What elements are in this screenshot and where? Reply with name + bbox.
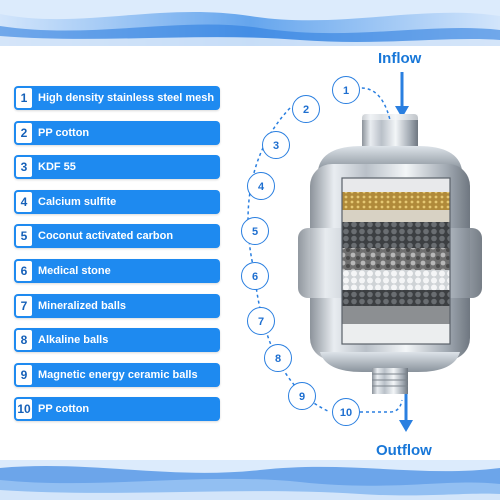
- legend-number: 10: [16, 399, 32, 420]
- legend-label: KDF 55: [38, 161, 76, 174]
- step-marker: 3: [262, 131, 290, 159]
- legend-item: 1 High density stainless steel mesh: [14, 86, 220, 110]
- step-marker: 2: [292, 95, 320, 123]
- legend-item: 2 PP cotton: [14, 120, 220, 145]
- step-marker: 4: [247, 172, 275, 200]
- top-wave-banner: [0, 0, 500, 46]
- legend-number: 8: [16, 330, 32, 351]
- legend-item: 9 Magnetic energy ceramic balls: [14, 362, 220, 387]
- legend-item: 3 KDF 55: [14, 155, 220, 180]
- legend-item: 8 Alkaline balls: [14, 328, 220, 353]
- legend-number: 1: [16, 88, 32, 108]
- legend-label: Calcium sulfite: [38, 195, 117, 208]
- bottom-wave-banner: [0, 460, 500, 500]
- legend-label: High density stainless steel mesh: [38, 92, 215, 104]
- filter-cutaway-illustration: [247, 72, 482, 432]
- inflow-label: Inflow: [378, 50, 422, 67]
- legend-label: PP cotton: [38, 126, 90, 139]
- legend-item: 5 Coconut activated carbon: [14, 224, 220, 249]
- legend-label: PP cotton: [38, 403, 90, 416]
- legend-label: Alkaline balls: [38, 334, 109, 347]
- legend-number: 3: [16, 157, 32, 178]
- legend-number: 5: [16, 226, 32, 247]
- step-marker: 7: [247, 307, 275, 335]
- legend-number: 6: [16, 260, 32, 281]
- legend-number: 9: [16, 364, 32, 385]
- step-marker: 6: [241, 262, 269, 290]
- legend-number: 2: [16, 122, 32, 143]
- legend-item: 7 Mineralized balls: [14, 293, 220, 318]
- legend-number: 4: [16, 191, 32, 212]
- legend-item: 10 PP cotton: [14, 397, 220, 422]
- layer-legend: 1 High density stainless steel mesh 2 PP c…: [14, 86, 220, 432]
- legend-label: Medical stone: [38, 264, 111, 277]
- step-marker: 9: [288, 382, 316, 410]
- filter-diagram: 1 2 3 4 5 6 7 8 9 10: [230, 60, 500, 440]
- step-marker: 1: [332, 76, 360, 104]
- legend-label: Mineralized balls: [38, 299, 127, 312]
- legend-label: Magnetic energy ceramic balls: [38, 368, 198, 381]
- outflow-label: Outflow: [376, 442, 432, 459]
- step-marker: 5: [241, 217, 269, 245]
- filter-layers: [341, 177, 451, 345]
- legend-item: 6 Medical stone: [14, 258, 220, 283]
- step-marker: 10: [332, 398, 360, 426]
- legend-number: 7: [16, 295, 32, 316]
- legend-label: Coconut activated carbon: [38, 230, 174, 243]
- step-marker: 8: [264, 344, 292, 372]
- legend-item: 4 Calcium sulfite: [14, 189, 220, 214]
